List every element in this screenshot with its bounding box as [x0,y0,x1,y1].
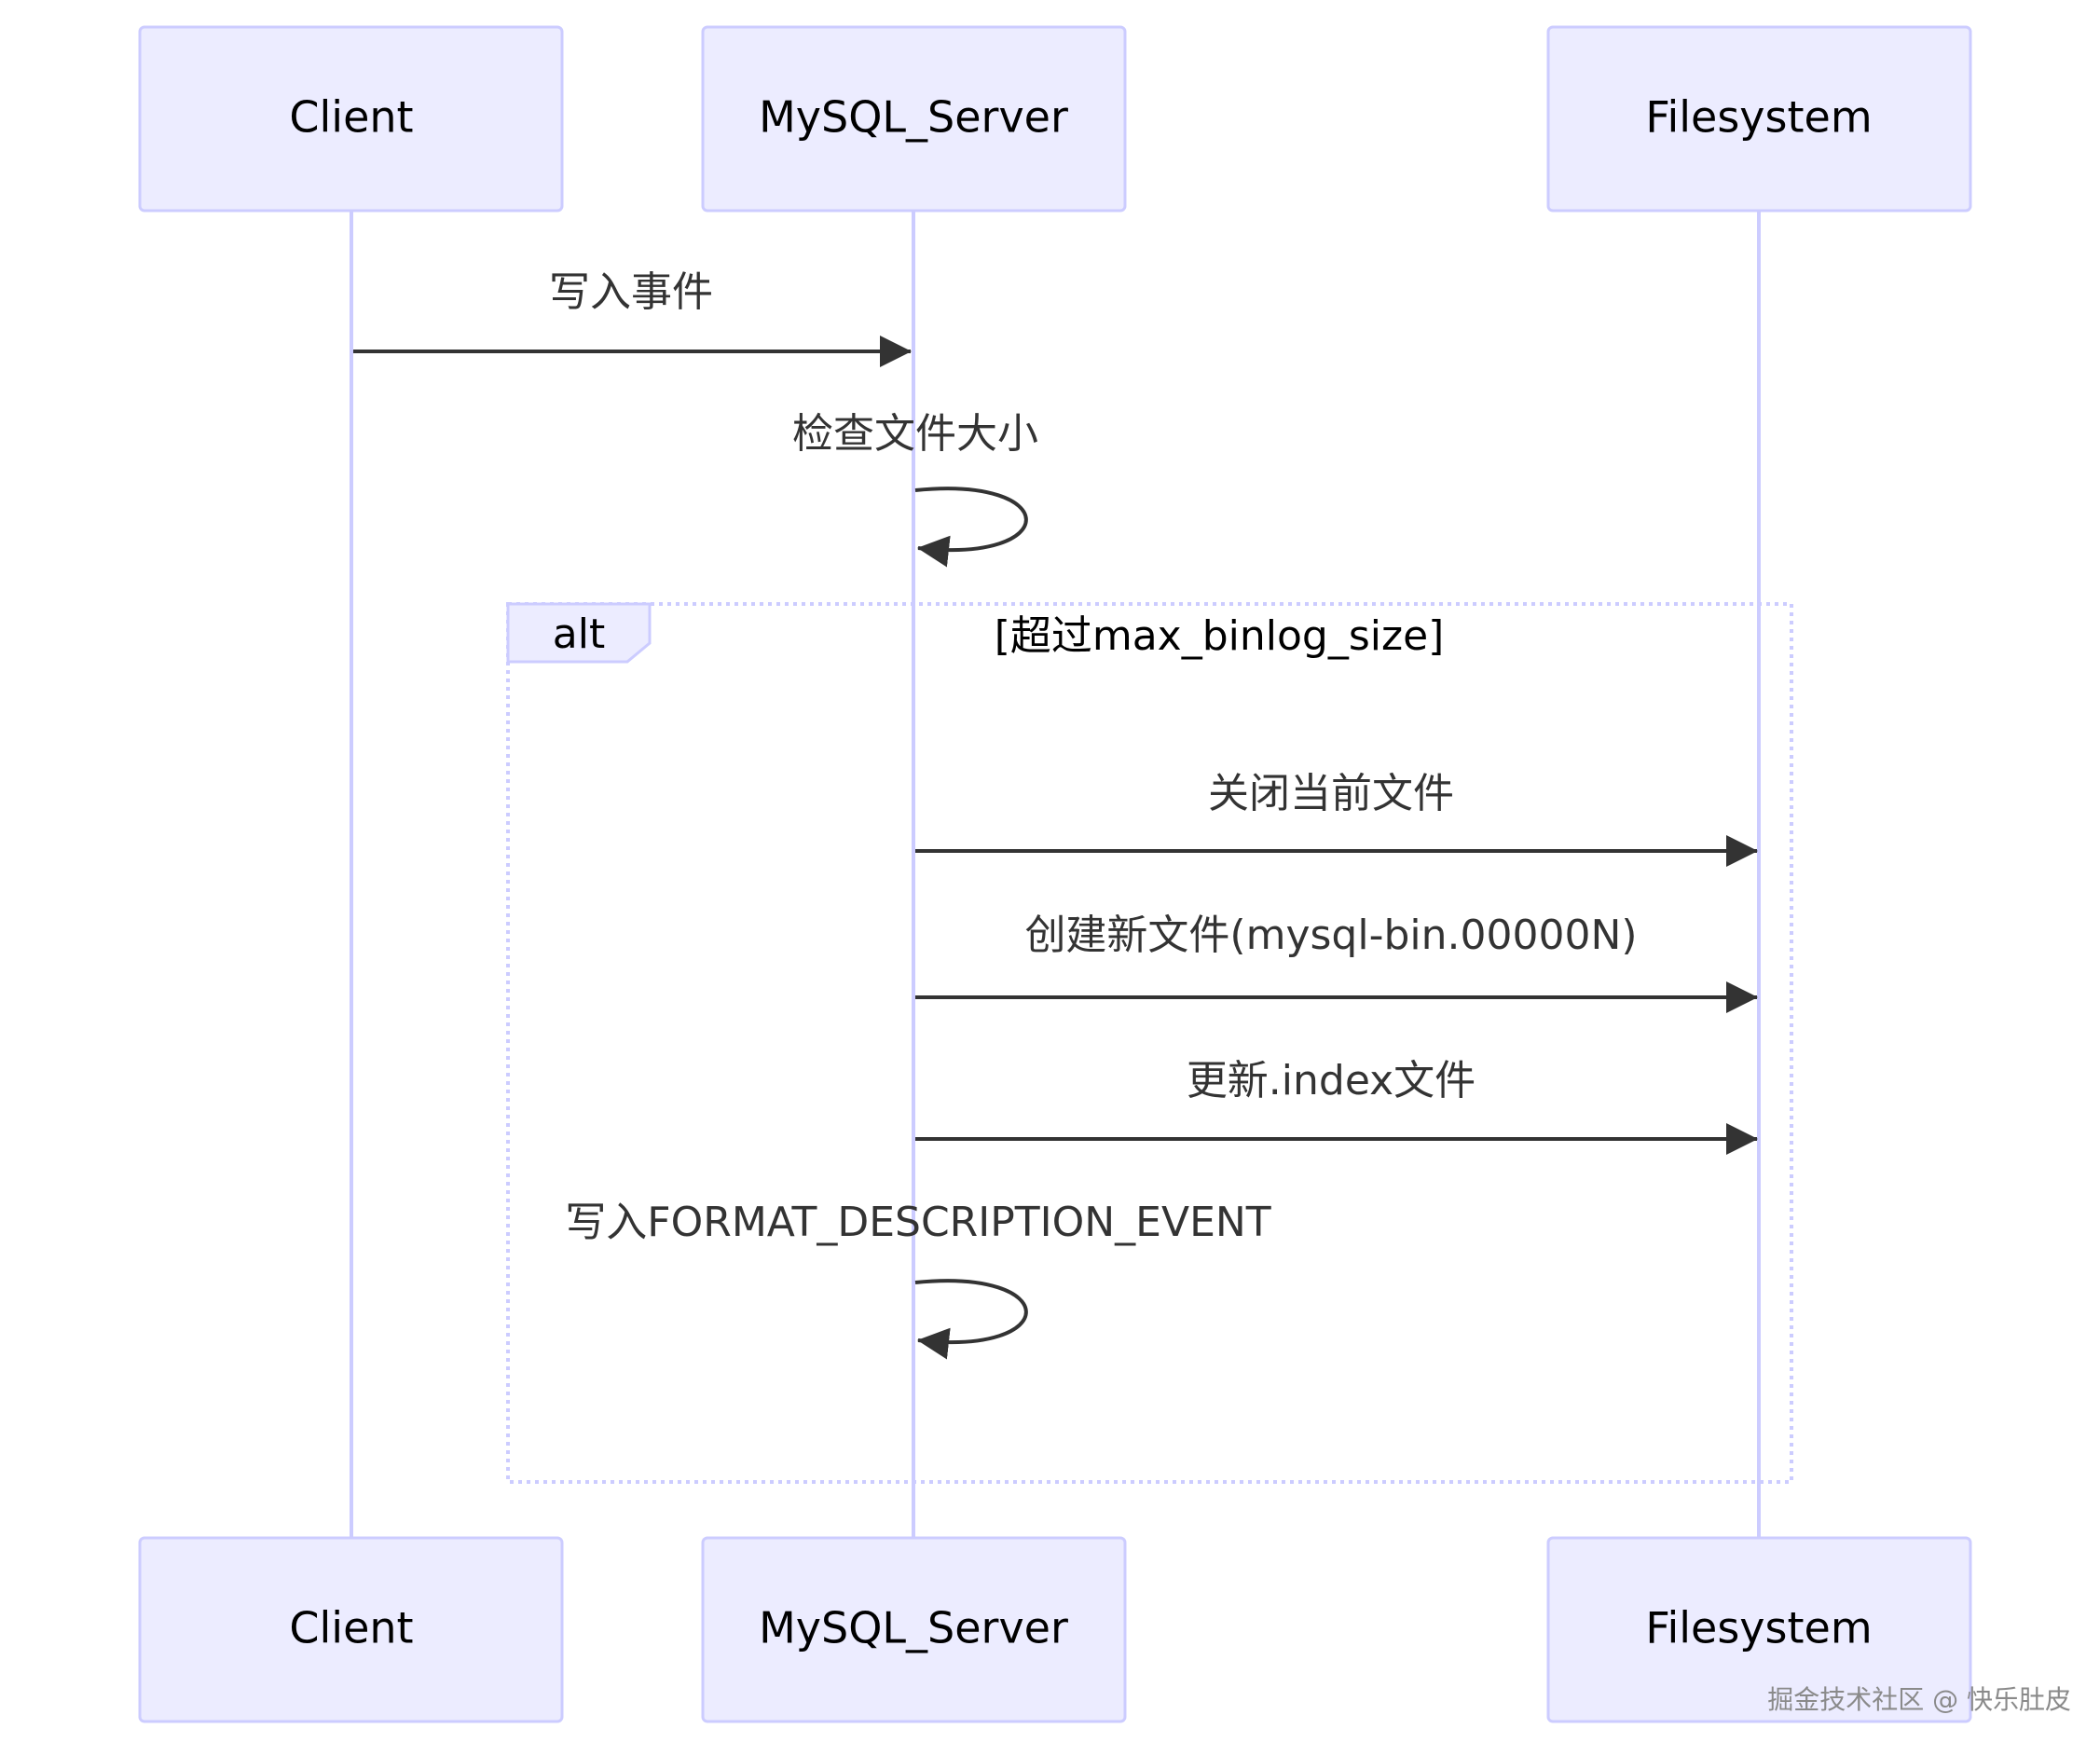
alt-condition: [超过max_binlog_size] [995,612,1445,660]
actor-server-top-box [701,25,1127,213]
actor-client-bottom-label: Client [289,1603,413,1653]
message-check-size-loop [914,487,1028,568]
actor-filesystem-bottom[interactable]: Filesystem [1546,1536,1972,1723]
alt-tab [506,602,652,664]
actor-client-bottom[interactable]: Client [138,1536,564,1723]
message-check-size: 检查文件大小 [792,410,1038,568]
alt-label: alt [553,610,605,658]
actor-client-top-label: Client [289,92,413,143]
message-write-format-desc-label: 写入FORMAT_DESCRIPTION_EVENT [565,1199,1270,1246]
watermark: 掘金技术社区 @ 快乐肚皮 [1767,1684,2071,1715]
actor-filesystem-top-box [1546,25,1972,213]
alt-frame: alt [超过max_binlog_size] [506,602,1793,1484]
message-write-event-label: 写入事件 [549,268,713,316]
message-write-event: 写入事件 [353,268,912,367]
message-update-index-label: 更新.index文件 [1187,1057,1475,1104]
message-check-size-label: 检查文件大小 [792,410,1038,458]
actor-client-bottom-box [138,1536,564,1723]
message-close-file-label: 关闭当前文件 [1208,770,1454,817]
actor-server-bottom[interactable]: MySQL_Server [701,1536,1127,1723]
actor-server-bottom-box [701,1536,1127,1723]
actor-server-top[interactable]: MySQL_Server [701,25,1127,213]
message-write-format-desc: 写入FORMAT_DESCRIPTION_EVENT [565,1199,1271,1360]
message-write-format-desc-loop [914,1279,1028,1360]
message-create-file: 创建新文件(mysql-bin.00000N) [915,912,1758,1013]
message-close-file: 关闭当前文件 [915,770,1758,867]
actor-server-bottom-label: MySQL_Server [759,1603,1068,1653]
actor-client-top[interactable]: Client [138,25,564,213]
message-create-file-label: 创建新文件(mysql-bin.00000N) [1024,912,1637,959]
actor-filesystem-bottom-box [1546,1536,1972,1723]
message-update-index: 更新.index文件 [915,1057,1758,1155]
alt-frame-border [506,602,1793,1484]
actor-client-top-box [138,25,564,213]
actor-server-top-label: MySQL_Server [759,92,1068,143]
actor-filesystem-bottom-label: Filesystem [1645,1603,1872,1653]
actor-filesystem-top[interactable]: Filesystem [1546,25,1972,213]
actor-filesystem-top-label: Filesystem [1645,92,1872,143]
